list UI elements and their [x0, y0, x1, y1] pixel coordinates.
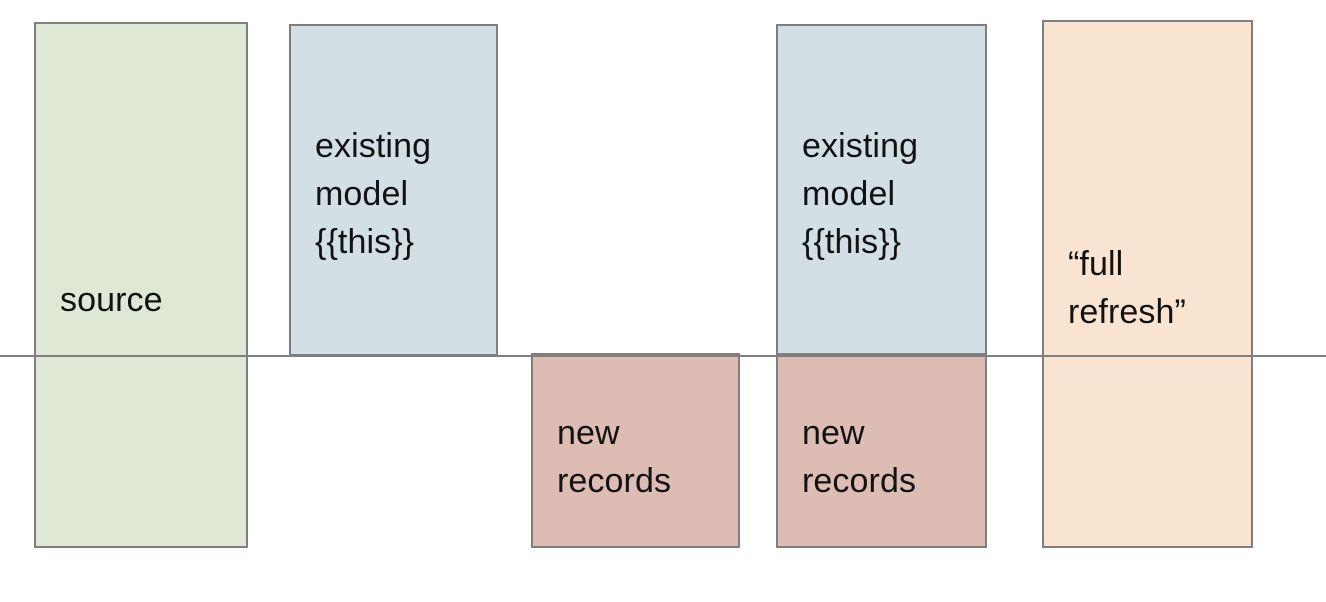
- block-new-records-2-label: new records: [802, 414, 917, 500]
- block-existing-model-1[interactable]: existing model {{this}}: [289, 24, 498, 356]
- block-full-refresh-label: “full refresh”: [1068, 245, 1186, 331]
- block-source-label: source: [60, 281, 163, 319]
- block-existing-model-2-label: existing model {{this}}: [802, 127, 919, 261]
- block-source[interactable]: source: [34, 22, 248, 548]
- block-full-refresh[interactable]: “full refresh”: [1042, 20, 1253, 548]
- block-existing-model-2[interactable]: existing model {{this}}: [776, 24, 987, 356]
- incremental-cutoff-line: [0, 355, 1326, 357]
- block-existing-model-1-label: existing model {{this}}: [315, 127, 432, 261]
- block-new-records-1-label: new records: [557, 414, 672, 500]
- block-new-records-2[interactable]: new records: [776, 353, 987, 548]
- block-new-records-1[interactable]: new records: [531, 353, 740, 548]
